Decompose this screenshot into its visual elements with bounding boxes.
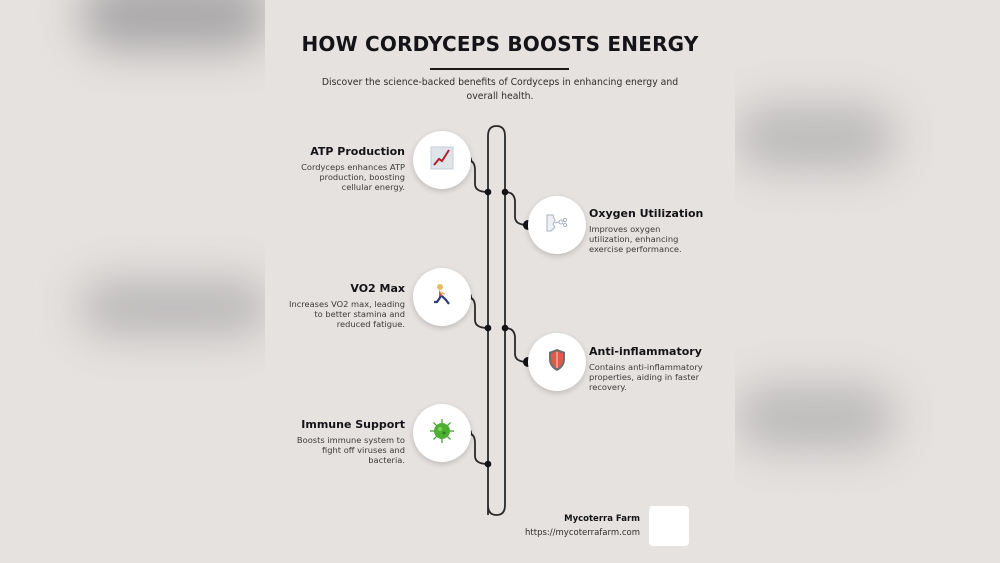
benefit-description: Improves oxygen utilization, enhancing e… <box>589 224 682 254</box>
benefit-icon-circle <box>528 196 586 254</box>
footer-url[interactable]: https://mycoterrafarm.com <box>525 528 640 538</box>
background-blur <box>735 105 895 170</box>
background-blur <box>735 385 895 450</box>
benefit-icon-circle <box>413 268 471 326</box>
benefit-description: Boosts immune system to fight off viruse… <box>296 435 405 465</box>
virus-icon <box>429 418 455 448</box>
chart-increasing-icon <box>430 146 454 174</box>
background-blur <box>80 280 270 335</box>
benefit-atp-production: ATP Production Cordyceps enhances ATP pr… <box>265 145 405 192</box>
title-divider <box>430 68 569 70</box>
infographic-panel: HOW CORDYCEPS BOOSTS ENERGY Discover the… <box>265 0 735 563</box>
benefit-description: Increases VO2 max, leading to better sta… <box>289 299 405 329</box>
benefit-title: Oxygen Utilization <box>589 207 704 220</box>
footer-brand: Mycoterra Farm <box>564 514 640 524</box>
benefit-immune-support: Immune Support Boosts immune system to f… <box>265 418 405 465</box>
benefit-description: Contains anti-inflammatory properties, a… <box>589 362 703 392</box>
benefit-description: Cordyceps enhances ATP production, boost… <box>301 162 405 192</box>
benefit-vo2-max: VO2 Max Increases VO2 max, leading to be… <box>265 282 405 329</box>
page-title: HOW CORDYCEPS BOOSTS ENERGY <box>301 32 699 56</box>
qr-code-placeholder <box>649 506 689 546</box>
benefit-title: Immune Support <box>301 418 405 431</box>
benefit-icon-circle <box>528 333 586 391</box>
benefit-oxygen-utilization: Oxygen Utilization Improves oxygen utili… <box>589 207 729 254</box>
runner-icon <box>431 283 453 311</box>
benefit-icon-circle <box>413 131 471 189</box>
background-blur <box>80 0 270 50</box>
benefit-title: VO2 Max <box>350 282 405 295</box>
shield-icon <box>547 348 567 376</box>
benefit-title: Anti-inflammatory <box>589 345 702 358</box>
benefit-icon-circle <box>413 404 471 462</box>
subtitle: Discover the science-backed benefits of … <box>321 77 679 102</box>
benefit-anti-inflammatory: Anti-inflammatory Contains anti-inflamma… <box>589 345 729 392</box>
benefit-title: ATP Production <box>310 145 405 158</box>
breath-face-icon <box>543 212 571 238</box>
